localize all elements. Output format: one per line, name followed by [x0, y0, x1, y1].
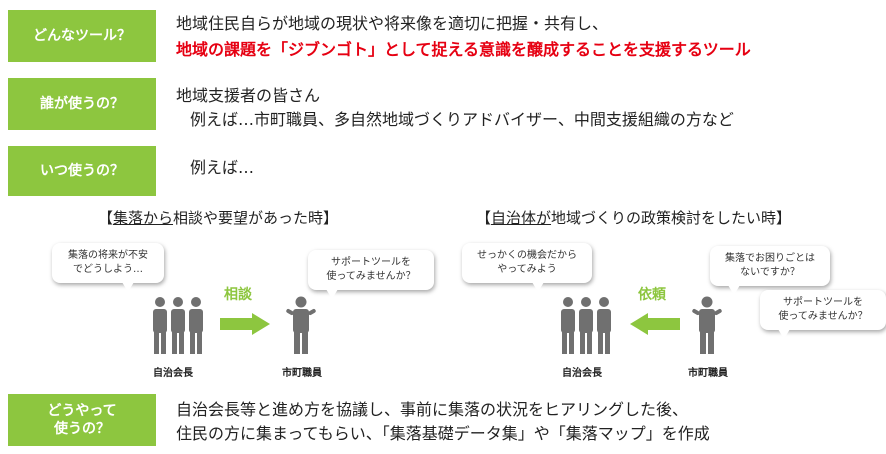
how-label-line-2: 使うの？: [54, 421, 110, 437]
right-title-rest: 地域づくりの政策検討をしたい時】: [551, 209, 792, 227]
left-group-people-icon: [153, 297, 203, 354]
who-line-2: 例えば…市町職員、多自然地域づくりアドバイザー、中間支援組織の方など: [190, 110, 734, 129]
left-staff-bubble: サポートツールを 使ってみませんか？: [308, 250, 434, 299]
left-verb: 相談: [224, 287, 252, 303]
how-label-line-1: どうやって: [47, 402, 117, 419]
right-staff-bubble-2: サポートツールを 使ってみませんか？: [760, 290, 886, 339]
left-arrow-icon: [630, 313, 680, 335]
right-scene-title: 【自治体が地域づくりの政策検討をしたい時】: [476, 207, 791, 228]
when-label: いつ使うの？: [8, 146, 156, 196]
how-line-1: 自治会長等と進め方を協議し、事前に集落の状況をヒアリングした後、: [176, 400, 689, 419]
right-arrow-icon: [220, 313, 270, 335]
right-staff-caption: 市町職員: [688, 368, 728, 379]
when-line-1: 例えば…: [190, 158, 255, 177]
left-title-underlined: 集落から: [113, 209, 174, 227]
right-staff-person-icon: [692, 296, 722, 354]
right-group-caption: 自治会長: [562, 368, 602, 379]
left-title-rest: 相談や要望があった時】: [173, 209, 339, 227]
how-label: どうやって 使うの？: [8, 394, 156, 446]
left-title-open: 【: [98, 209, 114, 227]
what-label: どんなツール？: [8, 10, 156, 62]
right-title-open: 【: [476, 209, 492, 227]
left-group-caption: 自治会長: [153, 368, 193, 379]
right-staff-bubble-1: 集落でお困りごとは ないですか？: [710, 246, 830, 295]
who-label: 誰が使うの？: [8, 78, 156, 130]
how-line-2: 住民の方に集まってもらい、「集落基礎データ集」や「集落マップ」を作成: [176, 424, 710, 443]
what-line-1: 地域住民自らが地域の現状や将来像を適切に把握・共有し、: [176, 14, 609, 33]
right-group-people-icon: [561, 297, 611, 354]
what-line-2: 地域の課題を「ジブンゴト」として捉える意識を醸成することを支援するツール: [176, 40, 751, 59]
left-staff-person-icon: [286, 296, 316, 354]
right-title-underlined: 自治体が: [491, 209, 552, 227]
left-scene-title: 【集落から相談や要望があった時】: [98, 207, 338, 228]
left-resident-bubble: 集落の将来が不安 でどうしよう…: [52, 243, 164, 292]
left-staff-caption: 市町職員: [282, 368, 322, 379]
right-resident-bubble: せっかくの機会だから やってみよう: [462, 243, 592, 292]
right-verb: 依頼: [638, 287, 666, 303]
who-line-1: 地域支援者の皆さん: [176, 86, 321, 105]
